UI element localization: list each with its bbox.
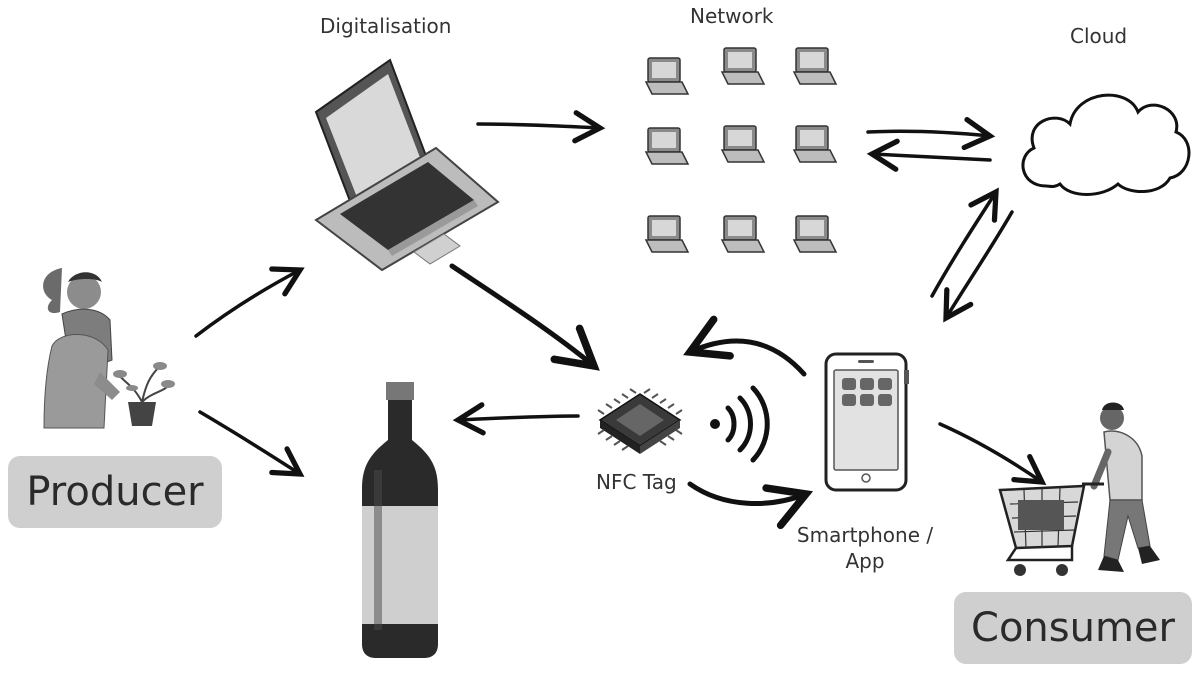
arrow-laptop-to-network — [476, 110, 606, 144]
arrow-phone-to-consumer — [938, 422, 1047, 485]
label-smartphone-app: Smartphone / App — [784, 522, 946, 574]
smartphone-icon — [824, 352, 909, 492]
network-laptop-grid — [645, 47, 837, 253]
nfc-chip-icon — [597, 388, 683, 454]
arrow-nfc-to-bottle — [452, 402, 580, 436]
label-network: Network — [690, 4, 774, 28]
arrow-nfc-to-phone — [687, 481, 814, 530]
arrow-laptop-to-nfc — [449, 263, 600, 371]
consumer-badge: Consumer — [954, 592, 1192, 664]
producer-badge: Producer — [8, 456, 222, 528]
laptop-icon — [314, 58, 500, 272]
cloud-icon — [1021, 93, 1191, 196]
arrow-phone-to-cloud — [930, 187, 999, 298]
producer-person-icon — [43, 268, 175, 429]
label-digitalisation: Digitalisation — [320, 14, 452, 38]
wine-bottle-icon — [362, 382, 438, 658]
arrow-producer-to-laptop — [194, 266, 305, 338]
arrow-producer-to-bottle — [198, 410, 305, 477]
label-nfc-tag: NFC Tag — [596, 470, 677, 494]
consumer-with-cart-icon — [998, 402, 1160, 576]
arrow-cloud-to-network — [866, 138, 992, 172]
arrow-network-to-cloud — [866, 117, 996, 151]
arrows — [194, 110, 1047, 530]
arrow-cloud-to-phone — [943, 210, 1014, 323]
label-smartphone-line2: App — [845, 549, 885, 573]
label-cloud: Cloud — [1070, 24, 1128, 48]
arrow-phone-to-nfc — [683, 315, 807, 377]
nfc-signal-icon — [710, 385, 770, 463]
label-smartphone-line1: Smartphone / — [796, 523, 934, 547]
